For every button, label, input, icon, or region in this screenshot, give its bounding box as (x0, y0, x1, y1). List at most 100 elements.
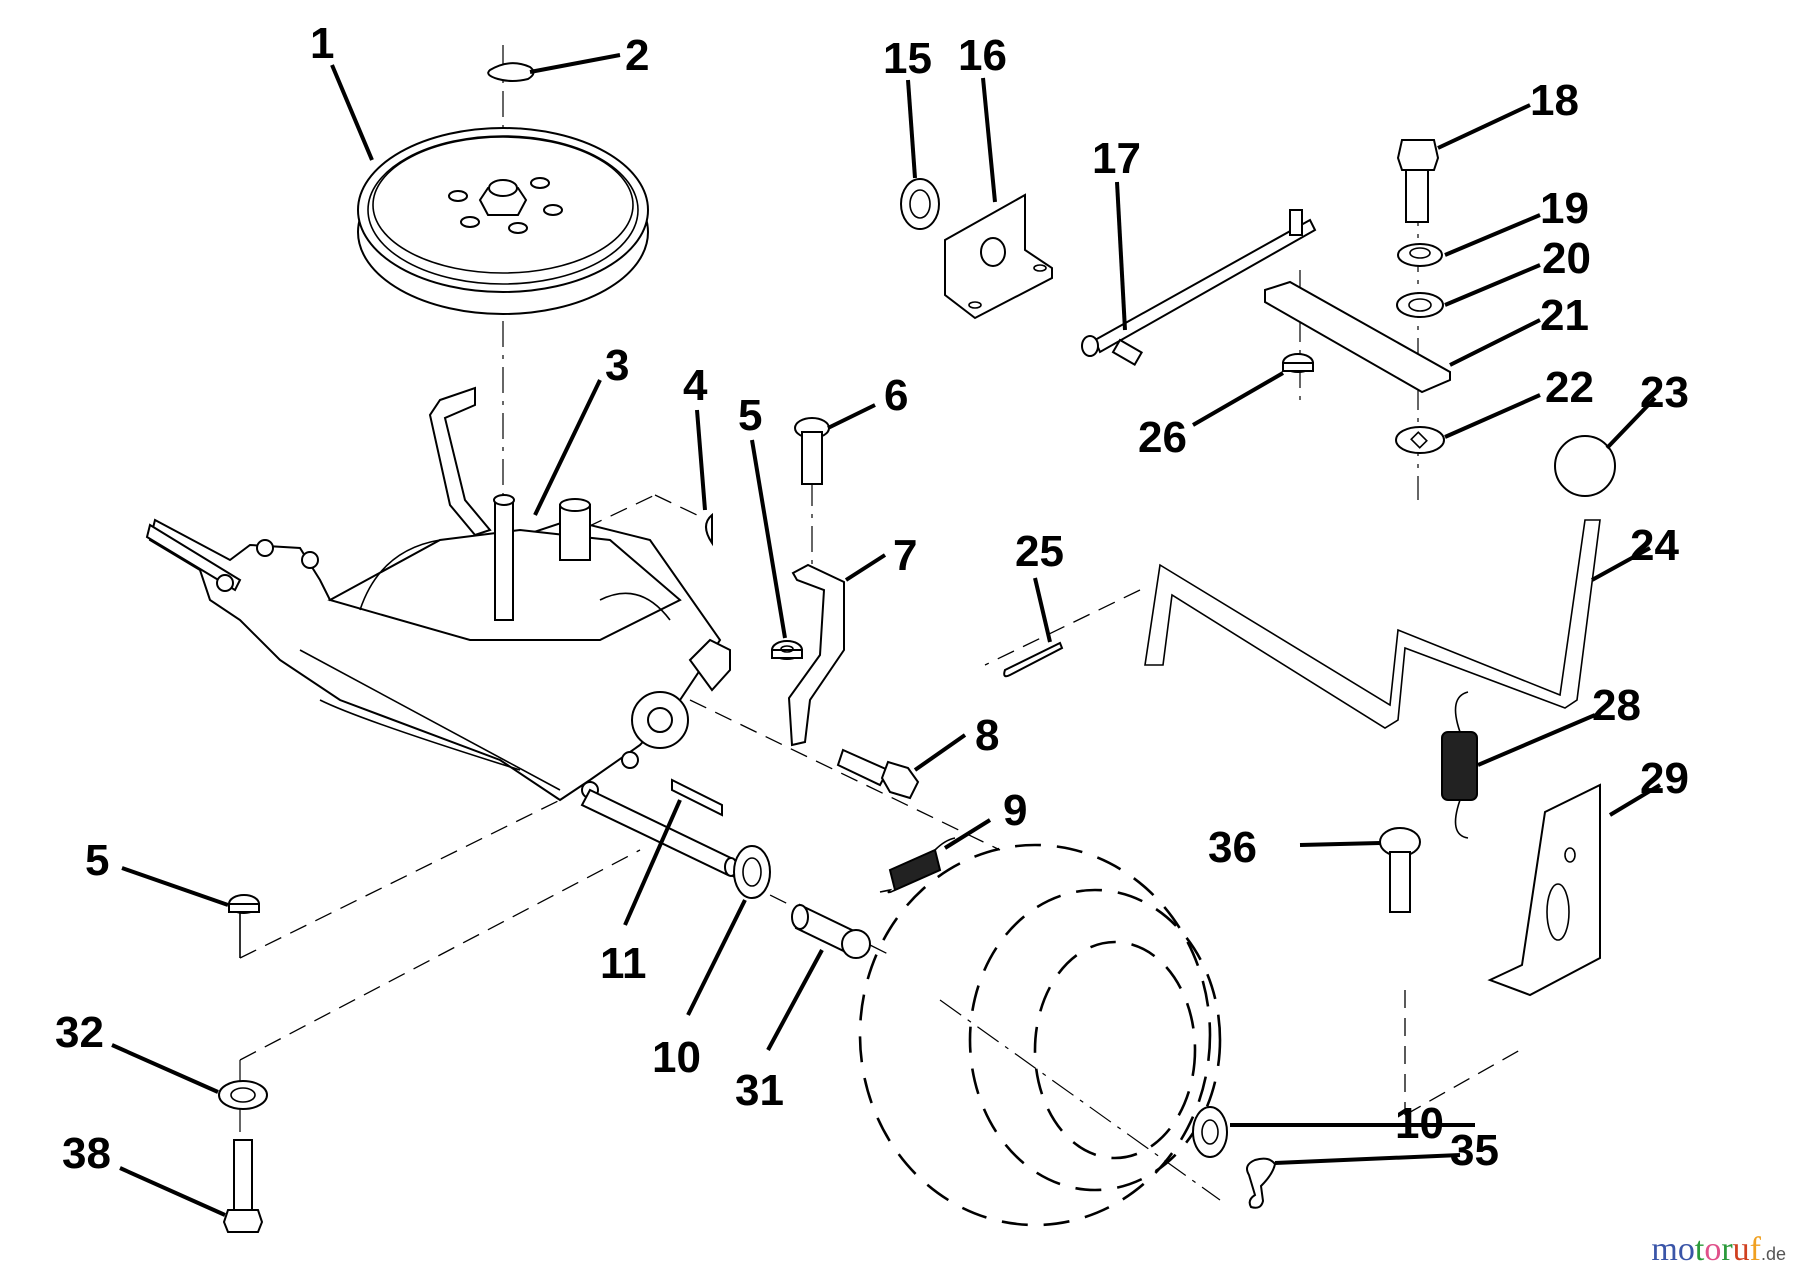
watermark-letter: r (1721, 1231, 1733, 1268)
leader-35 (1274, 1153, 1461, 1165)
callout-labels: 1 2 3 4 5 5 6 7 8 9 10 10 11 15 16 17 18… (55, 19, 1689, 1178)
tire-outline (858, 843, 1222, 1227)
lock-washer-part[interactable] (1397, 243, 1443, 267)
callout-15[interactable]: 15 (883, 34, 932, 83)
watermark-letter: u (1732, 1231, 1750, 1268)
shift-knob-part[interactable] (1554, 435, 1616, 497)
slotted-screw-part[interactable] (1379, 827, 1421, 913)
hex-nut-5b-part[interactable] (228, 894, 260, 914)
spacer-tube-part[interactable] (791, 903, 871, 959)
flange-bolt-part[interactable] (836, 748, 920, 800)
leader-5b (121, 866, 229, 907)
woodruff-key-part[interactable] (705, 512, 713, 547)
transaxle-part[interactable] (145, 386, 738, 877)
leader-16 (981, 77, 997, 203)
washer-15-part[interactable] (900, 178, 940, 230)
callout-2[interactable]: 2 (625, 31, 649, 80)
leader-25 (1033, 577, 1052, 643)
callout-1[interactable]: 1 (310, 19, 334, 68)
callout-10b[interactable]: 10 (1395, 1099, 1444, 1148)
callout-36[interactable]: 36 (1208, 823, 1257, 872)
extension-spring-28-part[interactable] (1441, 691, 1478, 839)
leader-38 (119, 1166, 226, 1217)
shift-lever-part[interactable] (1144, 519, 1601, 729)
callout-29[interactable]: 29 (1640, 754, 1689, 803)
pulley-part[interactable] (357, 127, 649, 315)
callout-8[interactable]: 8 (975, 711, 999, 760)
leader-28 (1477, 713, 1596, 767)
hex-bolt-18-part[interactable] (1396, 139, 1440, 223)
leader-22 (1444, 393, 1541, 439)
leader-24 (1591, 546, 1651, 582)
leader-32 (111, 1043, 219, 1094)
watermark-suffix: .de (1760, 1244, 1786, 1264)
callout-28[interactable]: 28 (1592, 681, 1641, 730)
callout-32[interactable]: 32 (55, 1008, 104, 1057)
callout-3[interactable]: 3 (605, 341, 629, 390)
washer-32-part[interactable] (218, 1080, 268, 1110)
hex-nut-26-part[interactable] (1282, 353, 1314, 373)
assembly-guide-lines (239, 45, 1521, 1201)
callout-17[interactable]: 17 (1092, 134, 1141, 183)
callout-16[interactable]: 16 (958, 31, 1007, 80)
leader-9 (943, 818, 992, 850)
retaining-clip-part[interactable] (1246, 1157, 1277, 1209)
callout-21[interactable]: 21 (1540, 291, 1589, 340)
square-key-part[interactable] (671, 778, 723, 817)
bracket-part[interactable] (787, 563, 845, 747)
angle-bracket-part[interactable] (944, 193, 1053, 320)
cotter-pin-part[interactable] (1003, 641, 1064, 678)
leader-7 (844, 553, 887, 582)
callout-38[interactable]: 38 (62, 1129, 111, 1178)
callout-20[interactable]: 20 (1542, 234, 1591, 283)
leader-31 (766, 949, 824, 1051)
callout-31[interactable]: 31 (735, 1066, 784, 1115)
flat-washer-part[interactable] (733, 845, 771, 899)
leader-1 (330, 64, 374, 161)
extension-spring-part[interactable] (879, 837, 956, 894)
leader-29 (1608, 783, 1662, 817)
lever-bracket-part[interactable] (1487, 783, 1601, 997)
callout-19[interactable]: 19 (1540, 184, 1589, 233)
leader-5a (750, 439, 787, 639)
callout-22[interactable]: 22 (1545, 363, 1594, 412)
callout-23[interactable]: 23 (1640, 368, 1689, 417)
leader-15 (906, 79, 917, 179)
e-clip-part[interactable] (487, 62, 535, 82)
callout-10a[interactable]: 10 (652, 1033, 701, 1082)
flat-washer-10b-part[interactable] (1192, 1106, 1228, 1158)
callout-26[interactable]: 26 (1138, 413, 1187, 462)
leader-18 (1437, 103, 1531, 150)
leader-23 (1605, 396, 1657, 450)
leader-17 (1115, 181, 1127, 331)
watermark-letter: t (1694, 1231, 1705, 1268)
callout-9[interactable]: 9 (1003, 786, 1027, 835)
leader-6 (827, 403, 876, 430)
callout-4[interactable]: 4 (683, 361, 708, 410)
watermark-wordmark: motoruf (1651, 1231, 1761, 1269)
watermark-letter: o (1704, 1231, 1722, 1268)
callout-5b[interactable]: 5 (85, 836, 109, 885)
hex-bolt-38-part[interactable] (222, 1139, 264, 1233)
callout-24[interactable]: 24 (1630, 521, 1679, 570)
hex-nut-part[interactable] (771, 640, 803, 660)
carriage-bolt-part[interactable] (794, 417, 830, 485)
shift-rod-part[interactable] (1081, 209, 1317, 366)
leader-8 (913, 733, 967, 772)
leader-lines (111, 53, 1662, 1217)
callout-6[interactable]: 6 (884, 371, 908, 420)
callout-25[interactable]: 25 (1015, 527, 1064, 576)
callout-5a[interactable]: 5 (738, 391, 762, 440)
leader-3 (533, 379, 602, 516)
shift-arm-part[interactable] (1264, 280, 1451, 394)
callout-11[interactable]: 11 (600, 939, 647, 988)
leader-4 (695, 409, 707, 511)
leader-2 (529, 53, 621, 74)
flat-washer-20-part[interactable] (1396, 292, 1444, 318)
callout-7[interactable]: 7 (893, 531, 917, 580)
callout-35[interactable]: 35 (1450, 1126, 1499, 1175)
watermark-letter: m (1651, 1231, 1678, 1268)
callout-18[interactable]: 18 (1530, 76, 1579, 125)
square-hole-washer-part[interactable] (1395, 426, 1445, 454)
